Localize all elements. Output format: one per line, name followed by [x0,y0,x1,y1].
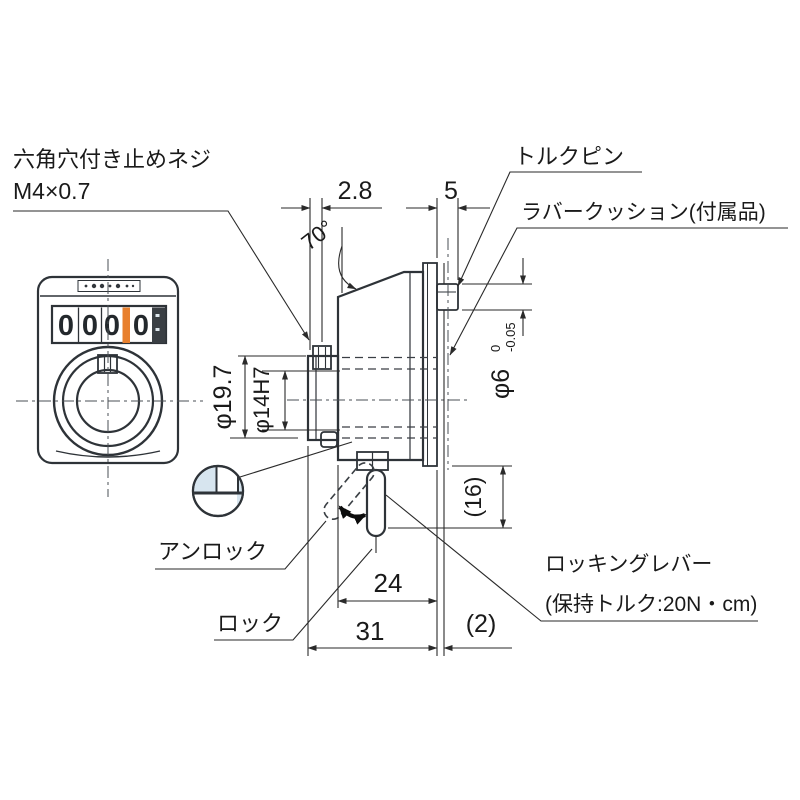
callout-lock: ロック [214,548,373,641]
locking-lever-leader [385,494,758,622]
counter-digit-4: 0 [133,310,149,342]
front-view-indicator: 0 0 0 0 [16,259,203,497]
dimension-pin-dia: φ6 0 -0.05 [462,258,532,399]
dim-bore-dia: φ14H7 [249,367,274,434]
counter-window: 0 0 0 0 [50,304,168,345]
unlock-leader [155,520,327,570]
torque-pin-label: トルクピン [514,144,624,169]
dim-pin-tol-lower: -0.05 [503,322,518,352]
dim-hub-outer-dia: φ19.7 [209,365,237,430]
brand-plate-marks [84,283,135,289]
orange-decimal-stripe [122,307,130,343]
dimension-24: 24 [337,465,438,656]
dim-screw-offset: 2.8 [338,177,373,205]
locking-lever-label: ロッキングレバー [545,553,712,576]
vernier-mark [155,328,160,331]
detail-circle-rim [191,464,245,518]
brand-plate [77,280,141,292]
lever-unlocked-position [323,462,376,520]
torque-pin-leader [457,171,642,287]
detail-leader [239,441,353,478]
side-view-indicator [287,238,470,656]
lock-pin [320,431,338,448]
locking-lever-torque-label: (保持トルク:20N・cm) [545,593,757,616]
dimension-hub-dia: φ19.7 [209,355,306,439]
dimension-5: 5 [406,177,490,280]
vernier-mark [155,314,160,317]
counter-digit-3: 0 [104,310,120,342]
lock-leader [214,548,373,641]
counter-frame [50,304,168,345]
dimension-70deg: 70° [297,215,357,293]
lock-label: ロック [217,611,283,636]
dim-total-depth: 31 [356,616,385,646]
callout-torque-pin: トルクピン [457,144,642,287]
callout-rubber-cushion: ラバークッション(付属品) [449,201,788,356]
dim-pin-protrusion: 5 [444,177,458,205]
counter-digit-1: 0 [58,310,74,342]
dim-face-angle: 70° [297,215,339,255]
dim-cushion-thickness: (2) [466,610,497,638]
callout-locking-lever: ロッキングレバー (保持トルク:20N・cm) [385,494,758,622]
unlock-label: アンロック [158,539,267,564]
set-screw-label: 六角穴付き止めネジ [13,147,211,172]
rubber-cushion-leader [449,227,788,356]
set-screw-spec-label: M4×0.7 [13,178,90,204]
dimension-cushion: (2) [443,610,512,651]
dim-lever-length: (16) [460,477,486,518]
dimension-2-8: 2.8 [281,177,382,350]
dimension-bore-dia: φ14H7 [249,367,340,434]
mount-plate [422,262,438,467]
dim-pin-tol-upper: 0 [488,345,503,352]
dimension-31: 31 [307,446,438,656]
callout-set-screw: 六角穴付き止めネジ M4×0.7 [13,147,310,341]
dim-body-depth: 24 [374,568,403,598]
counter-digit-2: 0 [82,310,98,342]
callout-unlock: アンロック [155,520,327,570]
vernier-drum [152,307,166,343]
lock-detail-view [191,441,353,518]
set-screw [312,345,332,370]
front-bottom-edge [55,450,161,458]
set-screw-leader [13,210,310,341]
lever-motion-arrow [338,505,367,525]
rubber-cushion-label: ラバークッション(付属品) [521,201,766,224]
dimension-lever-length: (16) [388,465,512,529]
dim-pin-dia: φ6 [487,369,515,399]
